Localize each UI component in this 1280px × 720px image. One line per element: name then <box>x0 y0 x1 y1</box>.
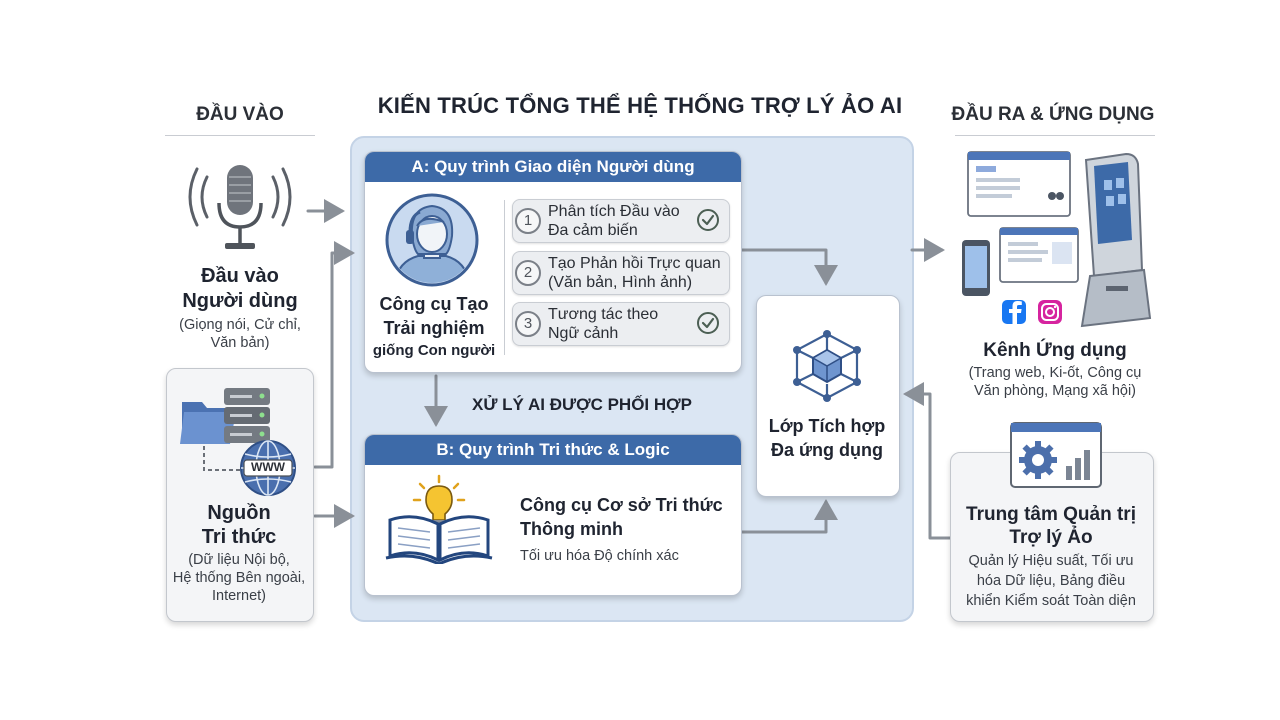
process-a-divider <box>504 200 505 355</box>
step-1-number: 1 <box>515 208 541 234</box>
book-lightbulb-icon <box>385 474 493 564</box>
knowledge-source-title-line1: Nguồn <box>207 502 271 524</box>
database-server-icon <box>180 388 270 471</box>
arrow-admin-to-integration <box>903 382 952 540</box>
www-label: WWW <box>251 460 285 474</box>
step-3-line1: Tương tác theo <box>548 306 659 323</box>
step-1 <box>512 199 730 243</box>
output-heading-rule <box>955 135 1155 136</box>
admin-dashboard-icon <box>1010 422 1102 488</box>
knowledge-source-desc-line2: Hệ thống Bên ngoài, <box>172 570 306 586</box>
globe-icon <box>240 440 296 496</box>
knowledge-source-title-line2: Tri thức <box>201 526 277 548</box>
user-input-title-line1: Đầu vào <box>201 265 279 287</box>
step-3-number: 3 <box>515 311 541 337</box>
step-3 <box>512 302 730 346</box>
user-input-desc-line1: (Giọng nói, Cử chỉ, <box>179 317 301 333</box>
admin-desc-line2: hóa Dữ liệu, Bảng điều <box>976 573 1126 589</box>
input-heading-rule <box>165 135 315 136</box>
coordinated-processing-label: XỬ LÝ AI ĐƯỢC PHỐI HỢP <box>472 395 692 414</box>
step-1-line2: Đa cảm biến <box>548 222 638 239</box>
step-3-line2: Ngữ cảnh <box>548 325 619 342</box>
step-2-line2: (Văn bản, Hình ảnh) <box>548 274 693 291</box>
process-b-tool-line1: Công cụ Cơ sở Tri thức <box>520 495 723 515</box>
process-a-tool-line2: Trải nghiệm <box>383 318 485 338</box>
admin-desc-line1: Quản lý Hiệu suất, Tối ưu <box>968 553 1134 569</box>
admin-desc-line3: khiển Kiểm soát Toàn diện <box>966 593 1136 609</box>
arrow-a-to-integration <box>738 248 838 286</box>
channels-desc-line1: (Trang web, Ki-ốt, Công cụ <box>968 365 1142 381</box>
user-input-title-line2: Người dùng <box>182 290 298 312</box>
knowledge-source-desc-line3: Internet) <box>212 588 266 604</box>
process-a-tool-line1: Công cụ Tạo <box>379 294 489 314</box>
avatar-icon <box>385 193 479 287</box>
integration-line2: Đa ứng dụng <box>770 440 884 460</box>
input-heading: ĐẦU VÀO <box>196 104 284 125</box>
integration-line1: Lớp Tích hợp <box>768 416 886 436</box>
devices-kiosk-icon <box>962 151 1152 328</box>
microphone-icon <box>188 165 292 249</box>
step-3-check-icon <box>697 312 719 334</box>
step-1-line1: Phân tích Đầu vào <box>548 203 680 220</box>
channels-desc-line2: Văn phòng, Mạng xã hội) <box>973 383 1137 399</box>
step-2 <box>512 251 730 295</box>
diagram-title: KIẾN TRÚC TỔNG THỂ HỆ THỐNG TRỢ LÝ ẢO AI <box>377 93 903 118</box>
knowledge-source-desc-line1: (Dữ liệu Nội bộ, <box>188 552 290 568</box>
process-a-tool-line3: giống Con người <box>372 342 496 359</box>
process-a-header: A: Quy trình Giao diện Người dùng <box>365 152 741 182</box>
step-2-line1: Tạo Phản hồi Trực quan <box>548 255 721 272</box>
process-b-desc: Tối ưu hóa Độ chính xác <box>520 548 679 564</box>
arrow-knowledge-to-a <box>313 241 355 469</box>
user-input-desc-line2: Văn bản) <box>210 335 270 351</box>
step-1-check-icon <box>697 209 719 231</box>
output-heading: ĐẦU RA & ỨNG DỤNG <box>951 104 1155 125</box>
admin-title-line2: Trợ lý Ảo <box>1009 527 1093 548</box>
process-b-card: B: Quy trình Tri thức & Logic <box>364 434 742 596</box>
arrow-b-to-integration <box>738 499 838 534</box>
step-2-number: 2 <box>515 260 541 286</box>
admin-title-line1: Trung tâm Quản trị <box>966 504 1136 525</box>
process-b-header: B: Quy trình Tri thức & Logic <box>365 435 741 465</box>
network-cube-icon <box>793 330 861 402</box>
channels-title: Kênh Ứng dụng <box>983 340 1127 361</box>
process-b-tool-line2: Thông minh <box>520 519 623 539</box>
